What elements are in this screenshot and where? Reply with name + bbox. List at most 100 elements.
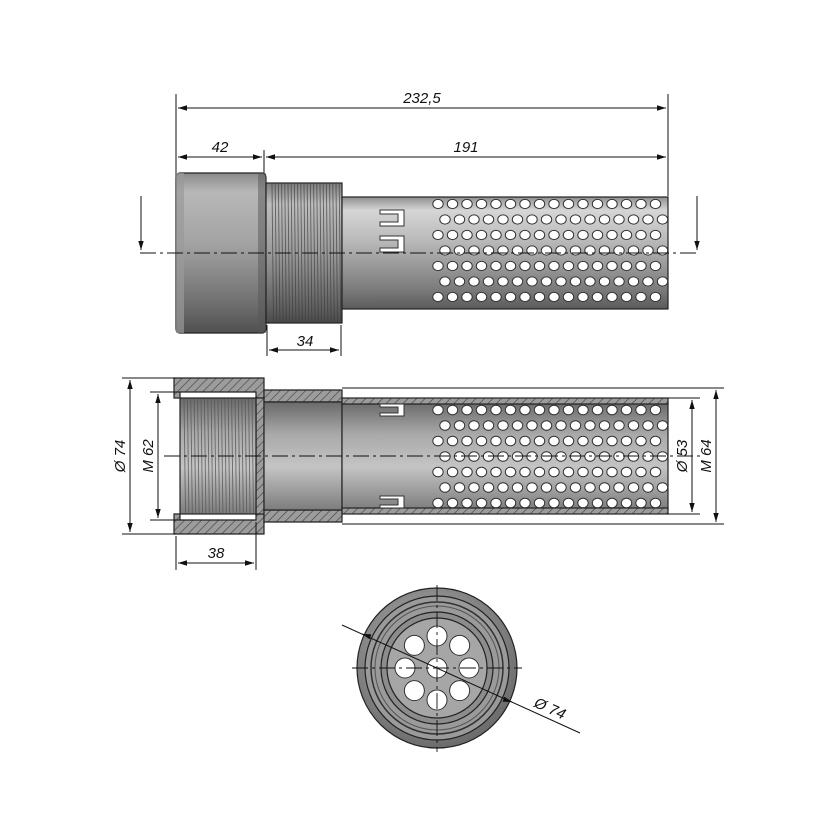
- perforation-hole: [432, 497, 444, 509]
- perforation-hole: [649, 291, 662, 303]
- perforation-hole: [635, 291, 647, 303]
- perforation-hole: [635, 198, 647, 210]
- perforation-hole: [656, 420, 669, 431]
- perforation-hole: [656, 245, 669, 256]
- perforation-hole: [511, 451, 524, 462]
- perforation-hole: [649, 229, 662, 241]
- perforation-hole: [468, 214, 480, 225]
- perforation-hole: [584, 245, 596, 256]
- perforation-hole: [591, 497, 604, 509]
- perforation-hole: [620, 229, 633, 241]
- perforation-hole: [548, 435, 560, 447]
- perforation-hole: [598, 451, 611, 462]
- perforation-hole: [656, 214, 669, 225]
- perforation-hole: [504, 497, 517, 509]
- perforation-hole: [446, 229, 459, 241]
- perforation-hole: [627, 482, 640, 493]
- perforation-hole: [620, 466, 633, 478]
- perforation-hole: [526, 482, 538, 493]
- perforation-hole: [591, 260, 604, 272]
- perforation-hole: [584, 214, 596, 225]
- perforation-hole: [569, 420, 582, 431]
- perforation-hole: [620, 260, 633, 272]
- perforation-hole: [562, 466, 575, 478]
- perforation-hole: [461, 466, 473, 478]
- perforation-hole: [461, 229, 473, 241]
- perforation-hole: [548, 497, 560, 509]
- perforation-hole: [635, 229, 647, 241]
- perforation-hole: [642, 482, 654, 493]
- perforation-hole: [533, 466, 546, 478]
- perforation-hole: [461, 404, 473, 416]
- dim-outer-dia-label: Ø 74: [112, 440, 129, 474]
- perforation-hole: [533, 291, 546, 303]
- perforation-hole: [591, 466, 604, 478]
- perforation-hole: [642, 451, 654, 462]
- perforation-hole: [461, 497, 473, 509]
- perforation-hole: [562, 404, 575, 416]
- perforation-hole: [548, 466, 560, 478]
- perforation-holes: [432, 198, 669, 303]
- perforation-hole: [613, 245, 625, 256]
- perforation-hole: [649, 435, 662, 447]
- perforation-hole: [482, 276, 495, 287]
- perforation-hole: [598, 276, 611, 287]
- perforation-hole: [533, 497, 546, 509]
- perforation-hole: [591, 229, 604, 241]
- dim-end-m-label: M 64: [698, 439, 715, 472]
- dim-depth-label: 38: [208, 545, 225, 562]
- perforation-hole: [577, 291, 589, 303]
- end-hole: [403, 680, 425, 702]
- perforation-hole: [533, 260, 546, 272]
- perforation-hole: [526, 276, 538, 287]
- perforation-hole: [482, 245, 495, 256]
- perforation-hole: [432, 404, 444, 416]
- perforation-hole: [468, 420, 480, 431]
- perforation-hole: [439, 245, 451, 256]
- perforation-hole: [635, 435, 647, 447]
- perforation-hole: [649, 260, 662, 272]
- perforation-hole: [562, 497, 575, 509]
- perforation-hole: [475, 198, 488, 210]
- perforation-hole: [584, 420, 596, 431]
- section-arrows: [138, 196, 700, 250]
- perforation-hole: [490, 198, 502, 210]
- perforation-hole: [620, 435, 633, 447]
- perforation-hole: [577, 198, 589, 210]
- perforation-hole: [497, 214, 509, 225]
- perforation-hole: [453, 214, 466, 225]
- perforation-hole: [642, 276, 654, 287]
- perforation-hole: [548, 291, 560, 303]
- perforation-hole: [475, 260, 488, 272]
- perforation-hole: [490, 291, 502, 303]
- perforation-hole: [562, 291, 575, 303]
- perforation-hole: [511, 276, 524, 287]
- perforation-hole: [548, 404, 560, 416]
- perforation-hole: [606, 404, 618, 416]
- perforation-hole: [635, 260, 647, 272]
- perforation-hole: [475, 435, 488, 447]
- dim-total-label: 232,5: [402, 90, 441, 107]
- perforation-hole: [577, 466, 589, 478]
- dim-cap-label: 42: [212, 139, 229, 156]
- perforation-hole: [446, 435, 459, 447]
- perforation-hole: [519, 260, 531, 272]
- perforation-hole: [548, 229, 560, 241]
- perforation-hole: [519, 466, 531, 478]
- perforation-hole: [490, 497, 502, 509]
- perforation-hole: [555, 245, 567, 256]
- perforation-hole: [569, 482, 582, 493]
- perforation-hole: [526, 420, 538, 431]
- perforation-hole: [453, 482, 466, 493]
- perforation-hole: [656, 276, 669, 287]
- perforation-hole: [555, 451, 567, 462]
- perforation-hole: [649, 404, 662, 416]
- perforation-hole: [439, 482, 451, 493]
- perforation-hole: [540, 214, 553, 225]
- perforation-hole: [584, 451, 596, 462]
- perforation-hole: [642, 214, 654, 225]
- perforation-hole: [497, 245, 509, 256]
- perforation-hole: [461, 291, 473, 303]
- dim-thread-label: 34: [297, 333, 314, 350]
